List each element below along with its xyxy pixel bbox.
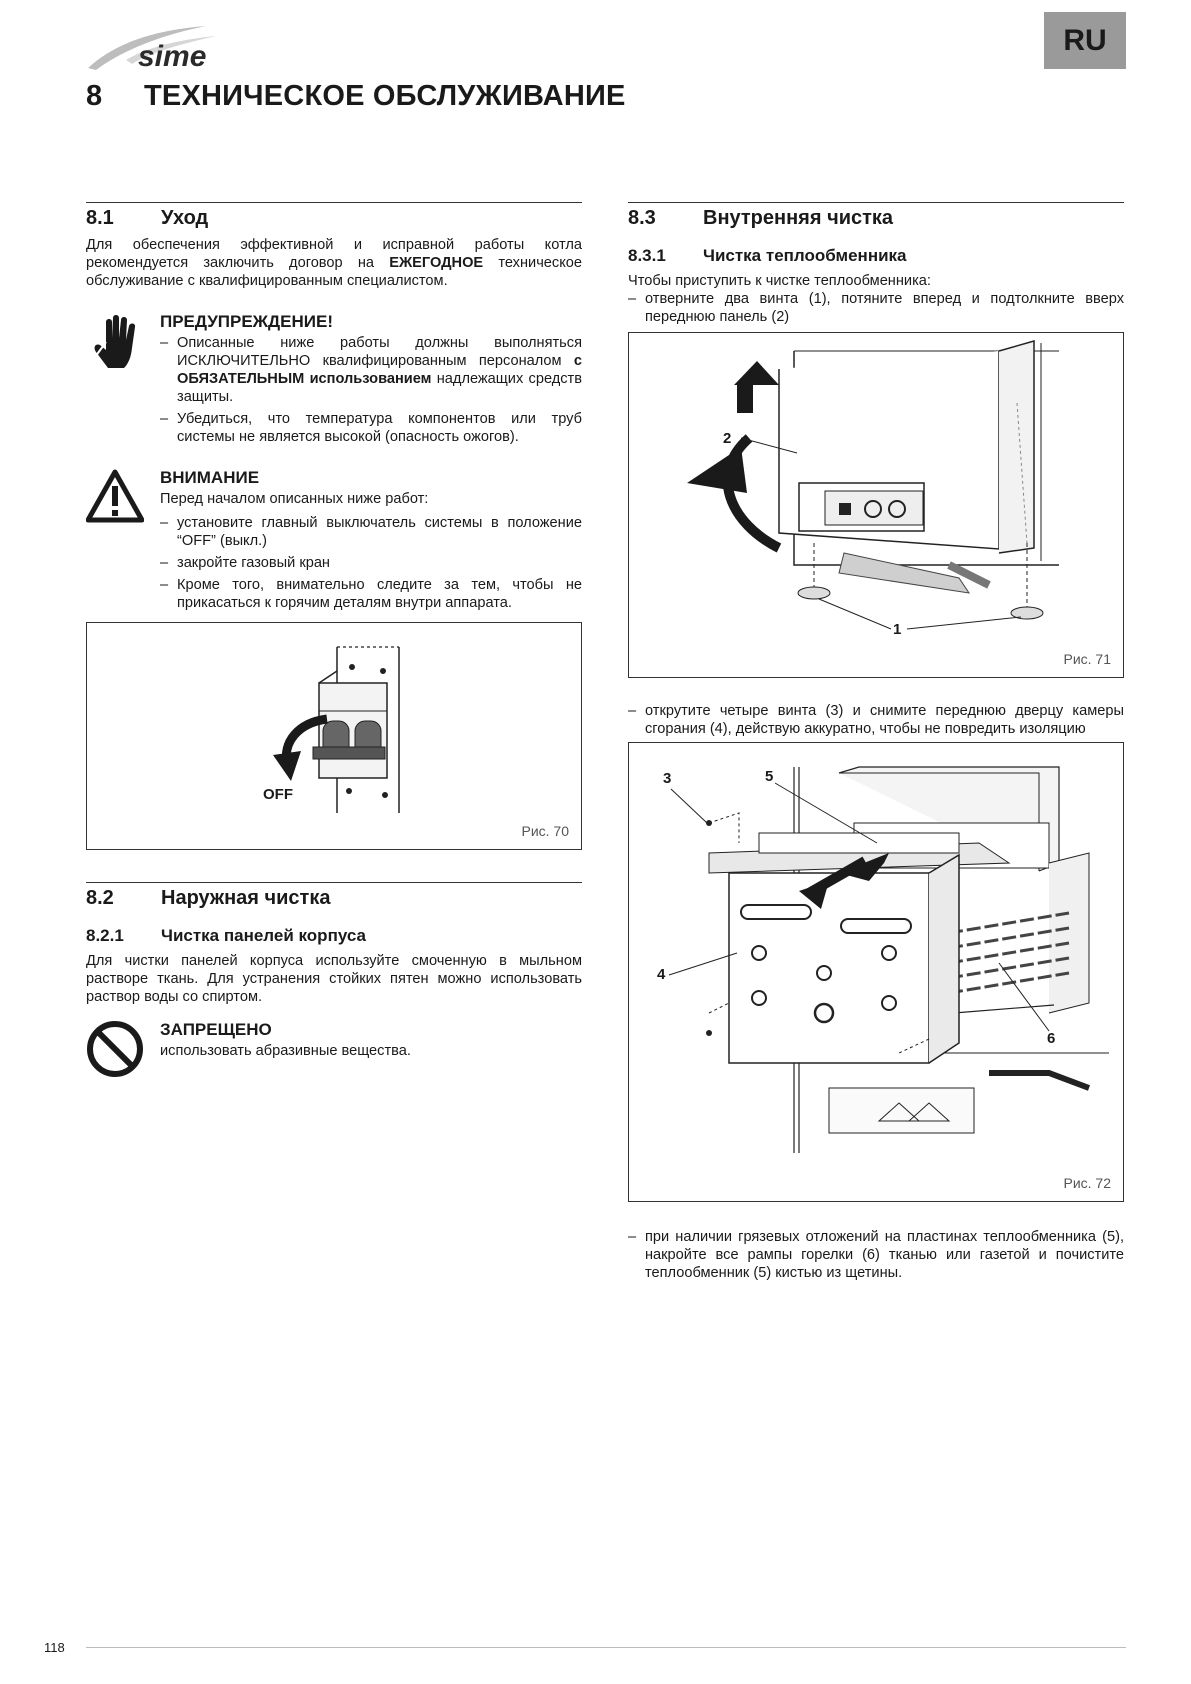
svg-text:sime: sime: [138, 40, 206, 73]
callout-4: 4: [657, 966, 666, 983]
figure-caption: Рис. 71: [1063, 651, 1111, 667]
right-column: 8.3 Внутренняя чистка 8.3.1 Чистка теплооб…: [628, 202, 1124, 1286]
list-item: закройте газовый кран: [160, 554, 582, 572]
paragraph-text: техническое обслуживание с квалифицирова…: [86, 255, 582, 289]
chapter-number: 8: [86, 80, 103, 112]
callout-5: 5: [765, 768, 773, 785]
item-text: Описанные ниже работы должны выполняться…: [177, 335, 582, 369]
warning-triangle-icon: [85, 468, 145, 526]
subsection-number: 8.2.1: [86, 926, 124, 945]
off-label: OFF: [263, 786, 293, 803]
steps-list-1: отверните два винта (1), потяните вперед…: [628, 290, 1124, 326]
figure-72: 3 4 5 6 Рис. 72: [628, 742, 1124, 1202]
subsection-title: Чистка теплообменника: [703, 246, 907, 265]
section-title: Наружная чистка: [161, 887, 331, 909]
item-text: надлежащих средств защиты.: [177, 371, 582, 405]
subsection-8-3-1-heading: 8.3.1 Чистка теплообменника: [628, 246, 1124, 272]
paragraph-emphasis: ЕЖЕГОДНОЕ: [389, 255, 484, 271]
subsection-title: Чистка панелей корпуса: [161, 926, 366, 945]
section-8-2-paragraph: Для чистки панелей корпуса используйте с…: [86, 953, 582, 1005]
left-column: 8.1 Уход Для обеспечения эффективной и ис…: [85, 202, 582, 1078]
figure-71: 1 2 Рис. 71: [628, 332, 1124, 678]
section-title: Внутренняя чистка: [703, 207, 894, 229]
attention-intro: Перед началом описанных ниже работ:: [160, 491, 429, 507]
paragraph-text: Для обеспечения эффективной и исправной …: [86, 237, 582, 271]
subsection-number: 8.3.1: [628, 246, 666, 265]
warning-notice: ПРЕДУПРЕЖДЕНИЕ! Описанные ниже работы до…: [86, 312, 582, 450]
subsection-8-2-1-heading: 8.2.1 Чистка панелей корпуса: [86, 926, 582, 952]
forbidden-text: использовать абразивные вещества.: [160, 1043, 411, 1059]
section-number: 8.3: [628, 207, 656, 229]
warning-title: ПРЕДУПРЕЖДЕНИЕ!: [160, 312, 333, 331]
section-number: 8.2: [86, 887, 114, 909]
section-8-1-paragraph: Для обеспечения эффективной и исправной …: [86, 236, 582, 290]
attention-title: ВНИМАНИЕ: [160, 468, 260, 487]
callout-2: 2: [723, 430, 731, 447]
list-item: Кроме того, внимательно следите за тем, …: [160, 576, 582, 612]
steps-list-2: открутите четыре винта (3) и снимите пер…: [628, 702, 1124, 738]
stop-hand-icon: [86, 312, 144, 370]
callout-6: 6: [1047, 1030, 1055, 1047]
section-title: Уход: [161, 207, 209, 229]
chapter-heading: 8 ТЕХНИЧЕСКОЕ ОБСЛУЖИВАНИЕ: [86, 80, 626, 113]
warning-list: Описанные ниже работы должны выполняться…: [160, 334, 582, 446]
forbidden-notice: ЗАПРЕЩЕНО использовать абразивные вещест…: [86, 1020, 582, 1078]
list-item: отверните два винта (1), потяните вперед…: [628, 290, 1124, 326]
figure-70: OFF Рис. 70: [86, 622, 582, 850]
section-8-3-intro: Чтобы приступить к чистке теплообменника…: [628, 273, 931, 289]
section-number: 8.1: [86, 207, 114, 229]
breaker-switch-illustration: OFF: [263, 646, 400, 813]
section-8-3-heading: 8.3 Внутренняя чистка: [628, 202, 1124, 236]
attention-list: установите главный выключатель системы в…: [160, 514, 582, 612]
language-badge: RU: [1044, 12, 1126, 69]
section-8-1-heading: 8.1 Уход: [86, 202, 582, 236]
combustion-chamber-illustration: 3 4 5 6: [657, 766, 1109, 1153]
steps-list-3: при наличии грязевых отложений на пласти…: [628, 1228, 1124, 1282]
list-item: Описанные ниже работы должны выполняться…: [160, 334, 582, 406]
boiler-front-panel-illustration: 1 2: [687, 340, 1059, 638]
list-item: открутите четыре винта (3) и снимите пер…: [628, 702, 1124, 738]
prohibited-icon: [86, 1020, 144, 1078]
callout-1: 1: [893, 621, 901, 638]
list-item: при наличии грязевых отложений на пласти…: [628, 1228, 1124, 1282]
figure-caption: Рис. 70: [521, 823, 569, 839]
sime-logo: sime: [86, 22, 236, 74]
chapter-title: ТЕХНИЧЕСКОЕ ОБСЛУЖИВАНИЕ: [144, 80, 626, 112]
attention-notice: ВНИМАНИЕ Перед началом описанных ниже ра…: [85, 468, 582, 616]
list-item: установите главный выключатель системы в…: [160, 514, 582, 550]
section-8-2-heading: 8.2 Наружная чистка: [86, 882, 582, 916]
item-emphasis: с ОБЯЗАТЕЛЬНЫМ использованием: [177, 353, 582, 387]
forbidden-title: ЗАПРЕЩЕНО: [160, 1020, 272, 1039]
footer-divider: [86, 1647, 1126, 1648]
figure-caption: Рис. 72: [1063, 1175, 1111, 1191]
callout-3: 3: [663, 770, 671, 787]
list-item: Убедиться, что температура компонентов и…: [160, 410, 582, 446]
page-number: 118: [44, 1640, 65, 1655]
